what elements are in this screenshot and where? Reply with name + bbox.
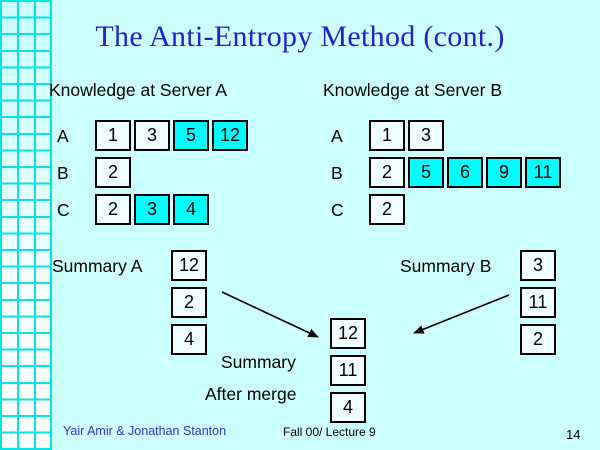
server-a-row-label-b: B bbox=[57, 163, 69, 183]
server-b-cell: 9 bbox=[486, 157, 522, 188]
server-a-cell: 3 bbox=[134, 194, 170, 225]
summary-b-label: Summary B bbox=[400, 256, 492, 276]
server-b-heading: Knowledge at Server B bbox=[323, 80, 502, 100]
server-a-cell: 3 bbox=[134, 120, 170, 151]
merged-summary-label-line1: Summary bbox=[221, 352, 296, 372]
server-b-cell: 5 bbox=[408, 157, 444, 188]
server-a-heading: Knowledge at Server A bbox=[49, 80, 228, 100]
server-b-cell: 2 bbox=[369, 194, 405, 225]
summary-a-label: Summary A bbox=[52, 256, 143, 276]
server-b-row-label-a: A bbox=[331, 126, 343, 146]
merged-summary-label-line2: After merge bbox=[205, 384, 297, 404]
footer-page-number: 14 bbox=[566, 427, 581, 442]
server-a-cell: 2 bbox=[95, 194, 131, 225]
server-b-cell: 2 bbox=[369, 157, 405, 188]
server-b-cell: 3 bbox=[408, 120, 444, 151]
summary-a-cell: 12 bbox=[171, 250, 207, 281]
page-title: The Anti-Entropy Method (cont.) bbox=[95, 20, 505, 53]
server-a-cell: 2 bbox=[95, 157, 131, 188]
grid-band-edge bbox=[50, 0, 52, 450]
footer-course: Fall 00/ Lecture 9 bbox=[283, 425, 376, 439]
summary-b-cell: 3 bbox=[520, 250, 556, 281]
decorative-grid-band bbox=[0, 0, 52, 450]
summary-a-cell: 4 bbox=[171, 324, 207, 355]
summary-a-cell: 2 bbox=[171, 287, 207, 318]
server-b-cell: 1 bbox=[369, 120, 405, 151]
arrow-summary-b-to-merged bbox=[413, 294, 510, 334]
server-b-cell: 6 bbox=[447, 157, 483, 188]
merged-summary-cell: 11 bbox=[330, 355, 366, 386]
summary-b-cell: 2 bbox=[520, 324, 556, 355]
server-b-cell: 11 bbox=[525, 157, 561, 188]
server-b-row-label-b: B bbox=[331, 163, 343, 183]
server-a-row-label-a: A bbox=[57, 126, 69, 146]
merged-summary-cell: 4 bbox=[330, 392, 366, 423]
server-a-cell: 4 bbox=[173, 194, 209, 225]
server-a-cell: 5 bbox=[173, 120, 209, 151]
summary-b-cell: 11 bbox=[520, 287, 556, 318]
arrow-summary-a-to-merged bbox=[221, 291, 319, 338]
server-a-row-label-c: C bbox=[57, 200, 70, 220]
merged-summary-cell: 12 bbox=[330, 318, 366, 349]
server-b-row-label-c: C bbox=[331, 200, 344, 220]
server-a-cell: 12 bbox=[212, 120, 248, 151]
footer-authors: Yair Amir & Jonathan Stanton bbox=[63, 424, 227, 438]
server-a-cell: 1 bbox=[95, 120, 131, 151]
